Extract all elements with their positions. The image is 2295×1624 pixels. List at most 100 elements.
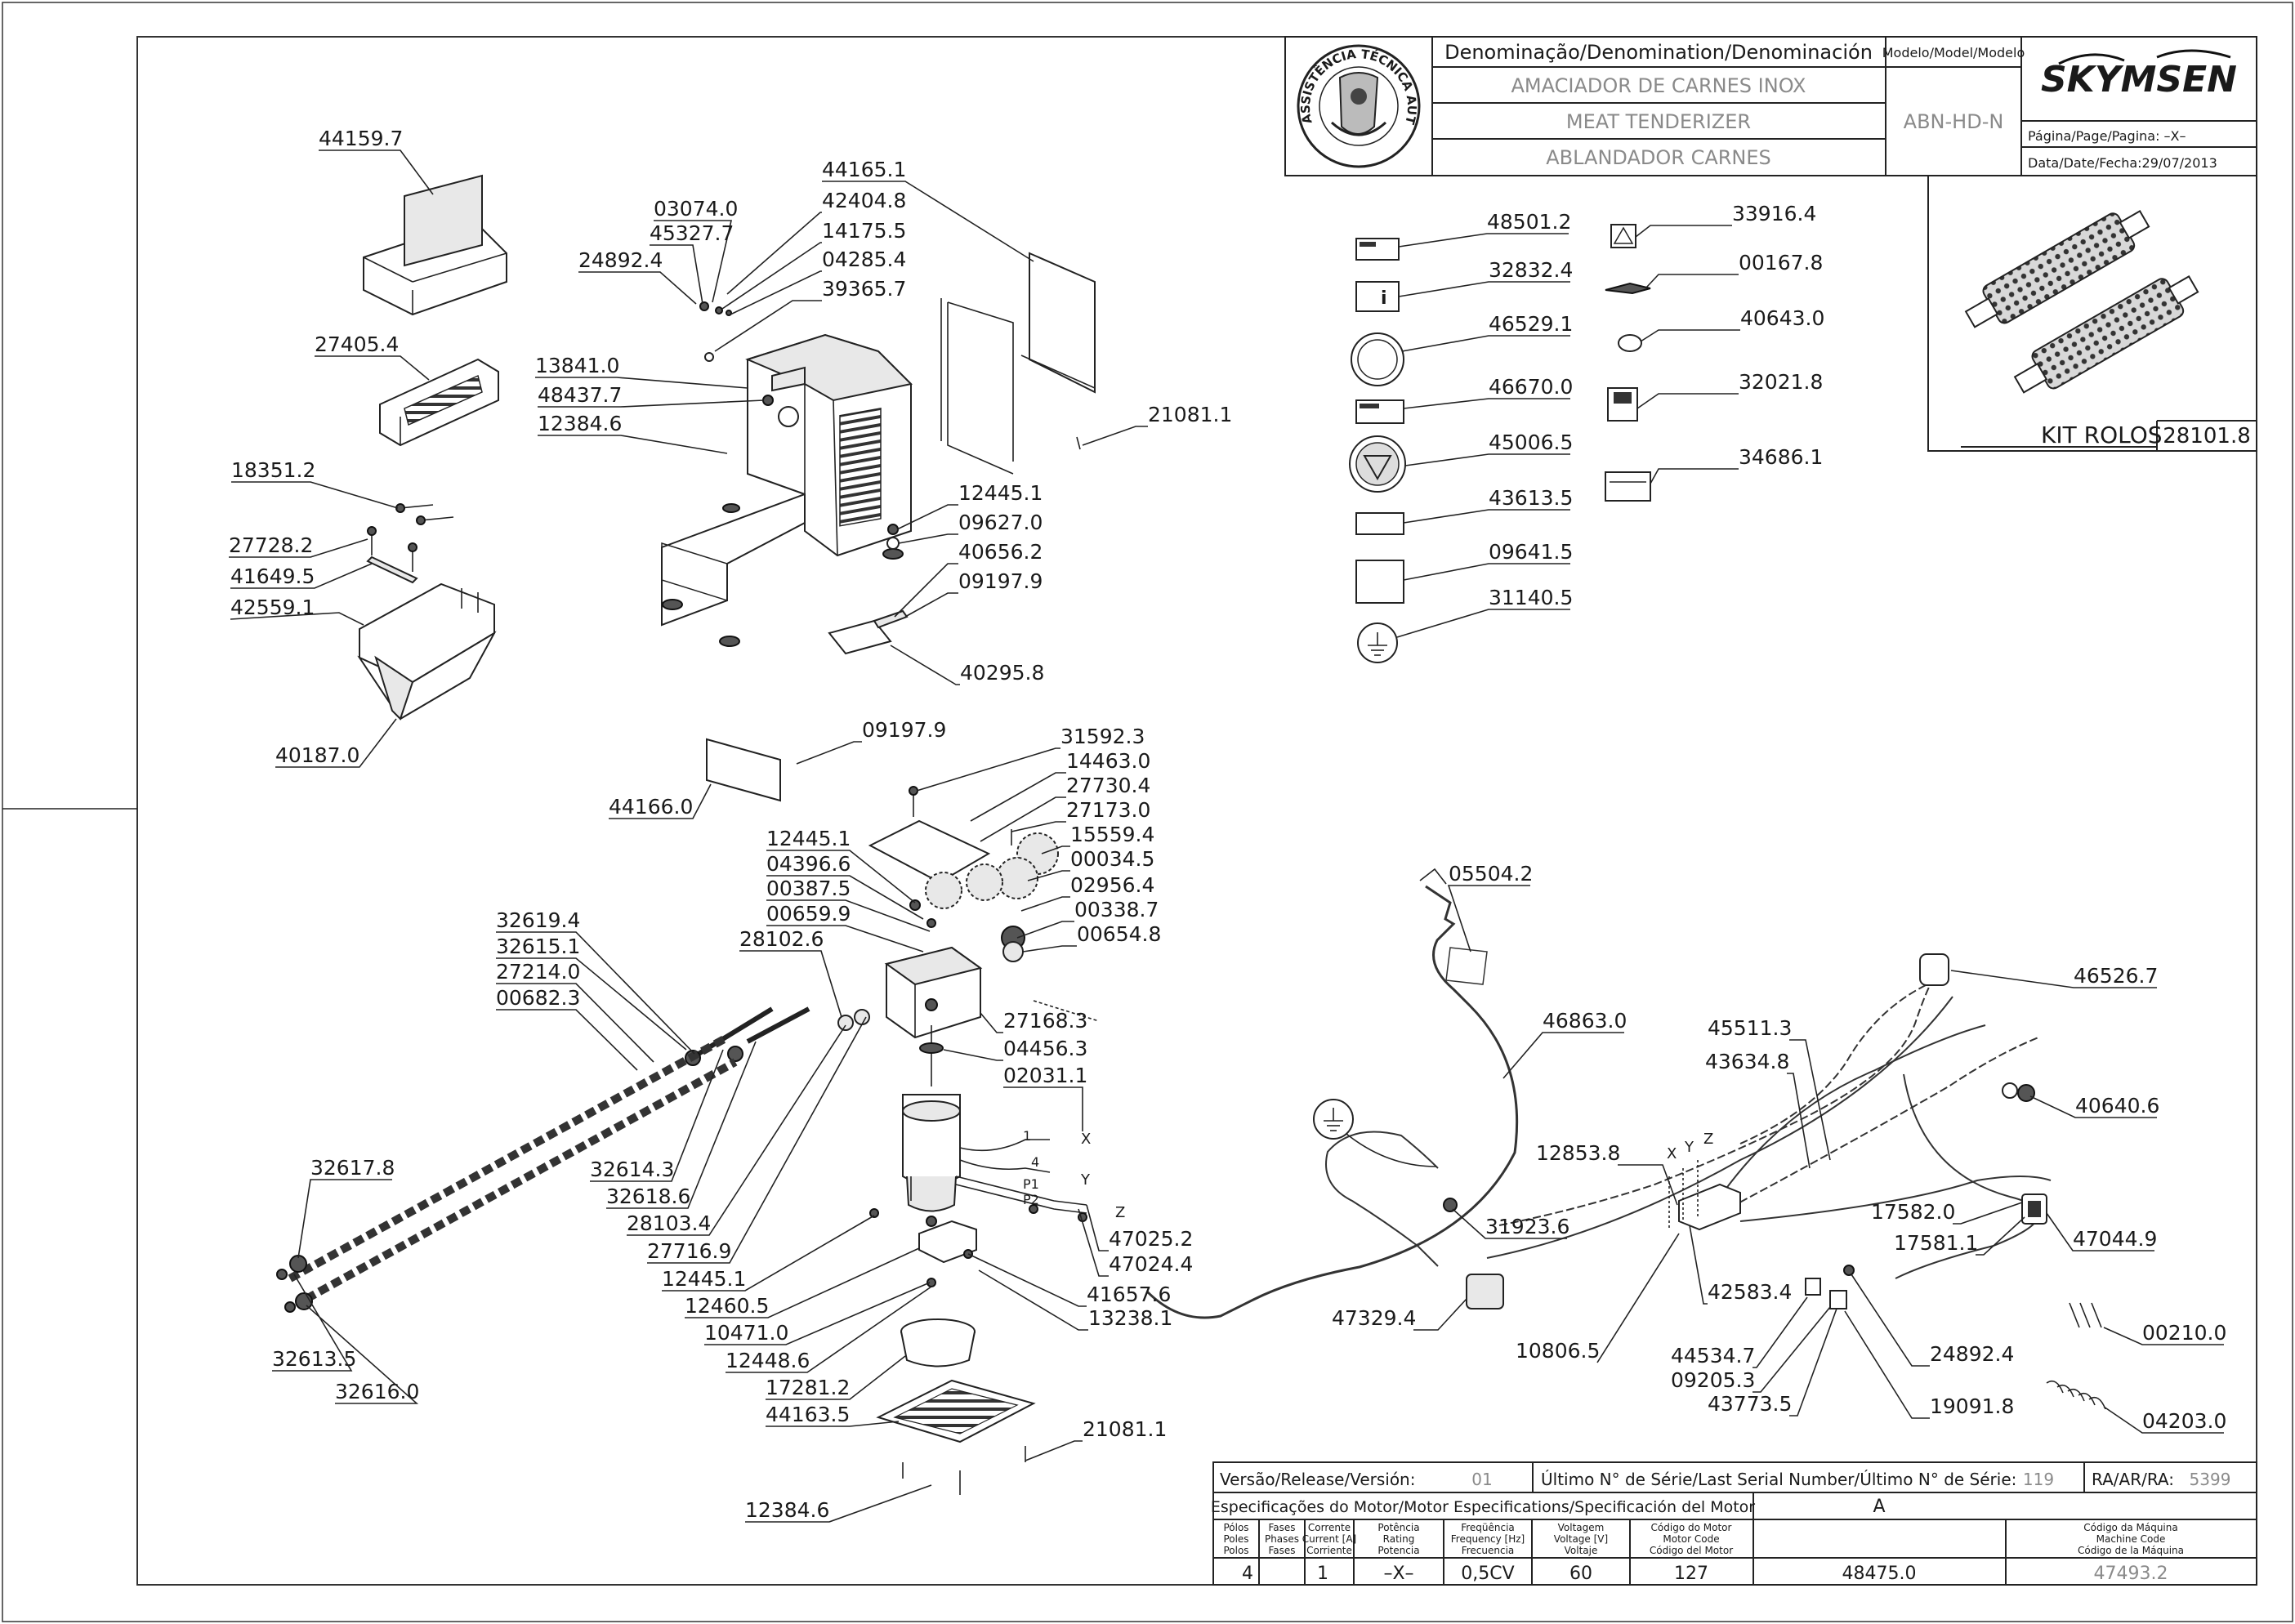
callout-47044-9: 47044.9 — [2073, 1227, 2157, 1251]
callout-00682-3: 00682.3 — [496, 986, 580, 1010]
callout-32021-8: 32021.8 — [1739, 370, 1823, 394]
callout-12445-1-a: 12445.1 — [958, 481, 1043, 505]
callout-03074-0: 03074.0 — [654, 197, 738, 221]
callout-40295-8: 40295.8 — [960, 661, 1044, 685]
callout-24892-4-b: 24892.4 — [1930, 1342, 2014, 1366]
rail-part — [828, 609, 909, 655]
hdr-current-en: Current [A] — [1302, 1533, 1356, 1545]
authorized-service-seal: ASSISTÊNCIA TÉCNICA AUTORIZADA — [0, 0, 1421, 168]
wire-mark-1: 1 — [1023, 1128, 1031, 1144]
callouts: 44159.7 27405.4 18351.2 27728.2 41649.5 … — [229, 127, 2226, 1523]
name-es: ABLANDADOR CARNES — [1546, 146, 1771, 169]
callout-32614-3: 32614.3 — [590, 1158, 674, 1181]
hdr-current-es: Corriente — [1306, 1545, 1352, 1556]
callout-12445-1-c: 12445.1 — [662, 1267, 746, 1291]
callout-12448-6: 12448.6 — [726, 1349, 810, 1372]
callout-04203-0: 04203.0 — [2142, 1409, 2226, 1433]
callout-48501-2: 48501.2 — [1487, 210, 1571, 234]
callout-27405-4: 27405.4 — [315, 332, 399, 356]
callout-32617-8: 32617.8 — [310, 1156, 395, 1180]
callout-40656-2: 40656.2 — [958, 540, 1043, 564]
callout-27173-0: 27173.0 — [1066, 798, 1150, 822]
bracket-part — [918, 1220, 977, 1264]
callout-12853-8: 12853.8 — [1536, 1141, 1620, 1165]
callout-42404-8: 42404.8 — [822, 189, 906, 212]
callout-31140-5: 31140.5 — [1489, 586, 1573, 609]
kit-code: 28101.8 — [2163, 424, 2251, 448]
terminal-mark-x: X — [1667, 1145, 1677, 1162]
callout-32615-1: 32615.1 — [496, 935, 580, 958]
hdr-voltage-en: Voltage [V] — [1554, 1533, 1608, 1545]
motor-part — [902, 1025, 1087, 1214]
kit-label: KIT ROLOS — [2041, 422, 2163, 448]
callout-00659-9: 00659.9 — [766, 902, 851, 926]
callout-21081-1-b: 21081.1 — [1083, 1417, 1167, 1441]
callout-46526-7: 46526.7 — [2074, 964, 2158, 988]
callout-14463-0: 14463.0 — [1066, 749, 1150, 773]
val-motor-code: 48475.0 — [1842, 1564, 1917, 1584]
hdr-voltage-es: Voltaje — [1565, 1545, 1598, 1556]
seal-text: ASSISTÊNCIA TÉCNICA AUTORIZADA — [0, 0, 1419, 127]
date-label: Data/Date/Fecha:29/07/2013 — [2028, 155, 2217, 171]
callout-43613-5: 43613.5 — [1489, 486, 1573, 510]
kit-rollers-illustration — [1964, 209, 2199, 394]
name-pt: AMACIADOR DE CARNES INOX — [1511, 74, 1806, 97]
callout-10806-5: 10806.5 — [1516, 1339, 1600, 1363]
callout-04396-6: 04396.6 — [766, 852, 851, 876]
screws-18351 — [367, 503, 454, 572]
hdr-machine-code-en: Machine Code — [2096, 1533, 2166, 1545]
callout-09641-5: 09641.5 — [1489, 540, 1573, 564]
hdr-rating-es: Potencia — [1377, 1545, 1419, 1556]
callout-18351-2: 18351.2 — [231, 458, 315, 482]
callout-48437-7: 48437.7 — [538, 383, 622, 407]
callout-44159-7: 44159.7 — [319, 127, 403, 150]
callout-44165-1: 44165.1 — [822, 158, 906, 181]
callout-13238-1: 13238.1 — [1088, 1306, 1172, 1330]
wire-mark-y: Y — [1080, 1171, 1091, 1189]
callout-39365-7: 39365.7 — [822, 277, 906, 301]
val-machine-code: 47493.2 — [2094, 1564, 2168, 1584]
callout-17582-0: 17582.0 — [1871, 1200, 1955, 1224]
drawing-frame — [136, 36, 2257, 1586]
callout-02956-4: 02956.4 — [1070, 873, 1154, 897]
callout-32613-5: 32613.5 — [272, 1347, 356, 1371]
hdr-machine-code-es: Código de la Máquina — [2078, 1545, 2184, 1556]
hdr-voltage-pt: Voltagem — [1558, 1522, 1605, 1533]
callout-12384-6-a: 12384.6 — [538, 412, 622, 435]
callout-47025-2: 47025.2 — [1109, 1227, 1193, 1251]
serial-label: Último N° de Série/Last Serial Number/Úl… — [1541, 1470, 2016, 1489]
callout-45006-5: 45006.5 — [1489, 431, 1573, 454]
callout-31592-3: 31592.3 — [1060, 725, 1145, 748]
svg-text:ASSISTÊNCIA TÉCNICA AUTORIZADA: ASSISTÊNCIA TÉCNICA AUTORIZADA — [0, 0, 1419, 127]
val-poles: 4 — [1242, 1564, 1253, 1584]
housing-part — [661, 333, 913, 647]
rods-part — [685, 1006, 810, 1066]
ra-value: 5399 — [2190, 1470, 2231, 1489]
callout-40640-6: 40640.6 — [2075, 1094, 2159, 1118]
plate-part — [706, 738, 781, 802]
callout-32832-4: 32832.4 — [1489, 258, 1573, 282]
val-phases: 1 — [1317, 1564, 1328, 1584]
hdr-phases-pt: Fases — [1268, 1522, 1295, 1533]
hdr-rating-en: Rating — [1383, 1533, 1415, 1545]
callout-00210-0: 00210.0 — [2142, 1321, 2226, 1345]
hdr-frequency-pt: Freqüência — [1461, 1522, 1515, 1533]
callout-10471-0: 10471.0 — [704, 1321, 788, 1345]
hdr-poles-es: Polos — [1223, 1545, 1248, 1556]
callout-09205-3: 09205.3 — [1671, 1368, 1755, 1392]
callout-45327-7: 45327.7 — [650, 221, 734, 245]
callout-46670-0: 46670.0 — [1489, 375, 1573, 399]
hdr-motor-code-en: Motor Code — [1663, 1533, 1719, 1545]
comb-part — [379, 358, 499, 447]
wire-mark-p1: P1 — [1023, 1176, 1039, 1192]
callout-34686-1: 34686.1 — [1739, 445, 1823, 469]
terminal-mark-z: Z — [1703, 1131, 1713, 1148]
gears-part — [925, 832, 1059, 962]
label-icons: i — [1349, 224, 1651, 663]
wire-mark-x: X — [1081, 1131, 1091, 1148]
hdr-motor-code-es: Código del Motor — [1650, 1545, 1733, 1556]
version-value: 01 — [1471, 1470, 1492, 1489]
top-plate-part — [868, 786, 991, 884]
wire-mark-4: 4 — [1031, 1154, 1039, 1170]
callout-28103-4: 28103.4 — [627, 1211, 711, 1235]
